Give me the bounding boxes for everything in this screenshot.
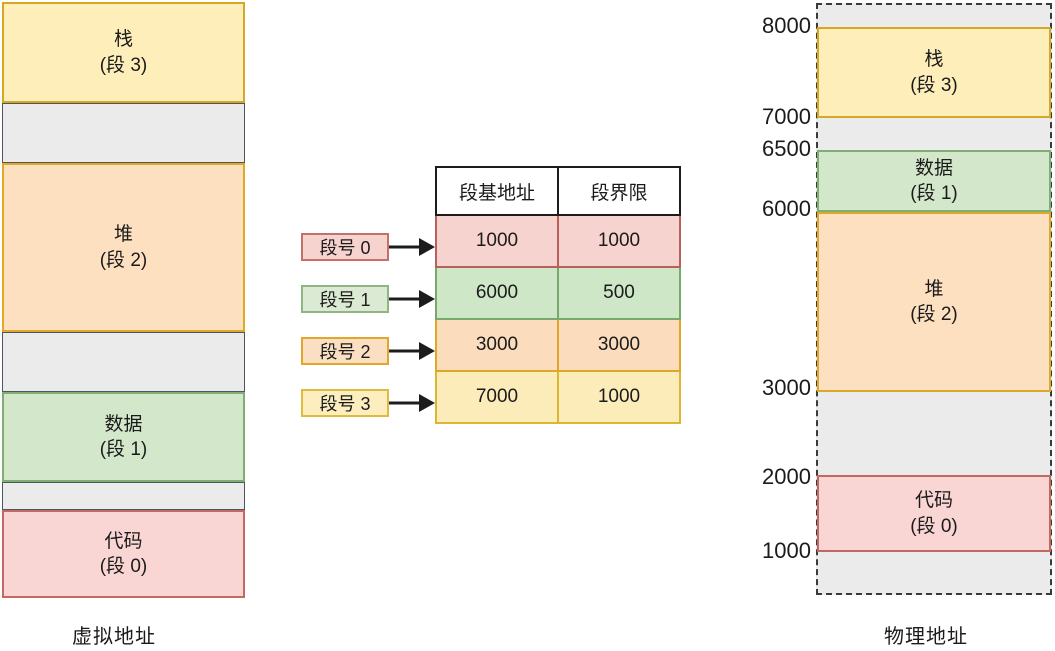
physical-block-code-sublabel: (段 0) (910, 515, 958, 537)
arrow-segment-3 (389, 394, 435, 412)
address-label-7000: 7000 (762, 104, 811, 129)
physical-block-data: 数据 (段 1) (817, 150, 1051, 212)
segment-number-label-3: 段号 3 (319, 394, 371, 414)
physical-block-stack: 栈 (段 3) (817, 27, 1051, 118)
segment-table: 段基地址 段界限 1000 1000 6000 500 3000 3000 70… (435, 166, 681, 424)
virtual-block-data-label: 数据 (104, 413, 143, 435)
virtual-block-heap-label: 堆 (113, 224, 133, 246)
virtual-block-heap: 堆 (段 2) (2, 163, 245, 332)
address-label-1000: 1000 (762, 538, 811, 563)
segment-limit-1: 500 (557, 266, 681, 320)
segment-number-box-3[interactable]: 段号 3 (301, 389, 389, 417)
segment-number-box-2[interactable]: 段号 2 (301, 337, 389, 365)
segment-number-label-1: 段号 1 (319, 290, 371, 310)
segment-number-box-1[interactable]: 段号 1 (301, 285, 389, 313)
virtual-address-column: 栈 (段 3) 堆 (段 2) 数据 (段 1) 代码 (段 0) (2, 2, 245, 598)
segment-limit-0: 1000 (557, 214, 681, 268)
virtual-block-stack-sublabel: (段 3) (99, 54, 148, 76)
segment-number-label-0: 段号 0 (319, 238, 371, 258)
address-label-8000: 8000 (762, 13, 811, 38)
virtual-block-data: 数据 (段 1) (2, 392, 245, 482)
physical-address-caption: 物理地址 (884, 626, 968, 648)
virtual-block-gap-1 (2, 103, 245, 163)
segment-table-row-2: 3000 3000 (435, 318, 681, 372)
virtual-address-caption: 虚拟地址 (72, 626, 156, 648)
physical-block-data-sublabel: (段 1) (910, 183, 958, 204)
physical-block-data-label: 数据 (914, 157, 953, 179)
physical-block-stack-sublabel: (段 3) (910, 74, 958, 96)
segment-table-row-1: 6000 500 (435, 266, 681, 320)
address-label-3000: 3000 (762, 375, 811, 400)
segment-table-row-0: 1000 1000 (435, 214, 681, 268)
segment-base-2: 3000 (435, 318, 559, 372)
arrow-segment-0 (389, 238, 435, 256)
arrow-segment-2 (389, 342, 435, 360)
segment-number-box-0[interactable]: 段号 0 (301, 233, 389, 261)
physical-block-heap: 堆 (段 2) (817, 212, 1051, 392)
physical-address-column: 栈 (段 3) 数据 (段 1) 堆 (段 2) 代码 (段 0) (816, 3, 1052, 595)
segment-limit-2: 3000 (557, 318, 681, 372)
physical-block-stack-label: 栈 (924, 49, 944, 71)
address-label-6000: 6000 (762, 196, 811, 221)
virtual-block-heap-sublabel: (段 2) (99, 249, 148, 271)
virtual-block-code: 代码 (段 0) (2, 510, 245, 598)
segment-base-0: 1000 (435, 214, 559, 268)
virtual-block-code-label: 代码 (104, 530, 143, 552)
physical-block-code: 代码 (段 0) (817, 475, 1051, 552)
segment-table-header-base: 段基地址 (435, 166, 559, 216)
physical-block-heap-sublabel: (段 2) (910, 304, 958, 325)
address-label-6500: 6500 (762, 136, 811, 161)
address-label-2000: 2000 (762, 464, 811, 489)
arrow-segment-1 (389, 290, 435, 308)
virtual-block-gap-3 (2, 482, 245, 510)
segment-base-3: 7000 (435, 370, 559, 424)
virtual-block-code-sublabel: (段 0) (99, 556, 148, 577)
segment-table-header-limit: 段界限 (557, 166, 681, 216)
segment-table-row-3: 7000 1000 (435, 370, 681, 424)
physical-block-heap-label: 堆 (924, 278, 944, 300)
segment-table-header-row: 段基地址 段界限 (435, 166, 681, 216)
segment-number-label-2: 段号 2 (319, 342, 371, 362)
virtual-block-stack-label: 栈 (113, 29, 133, 51)
physical-block-code-label: 代码 (914, 490, 953, 512)
segment-limit-3: 1000 (557, 370, 681, 424)
virtual-block-gap-2 (2, 332, 245, 392)
segment-base-1: 6000 (435, 266, 559, 320)
virtual-block-data-sublabel: (段 1) (99, 439, 148, 460)
virtual-block-stack: 栈 (段 3) (2, 2, 245, 103)
physical-address-scale: 8000 7000 6500 6000 3000 2000 1000 (735, 0, 811, 651)
